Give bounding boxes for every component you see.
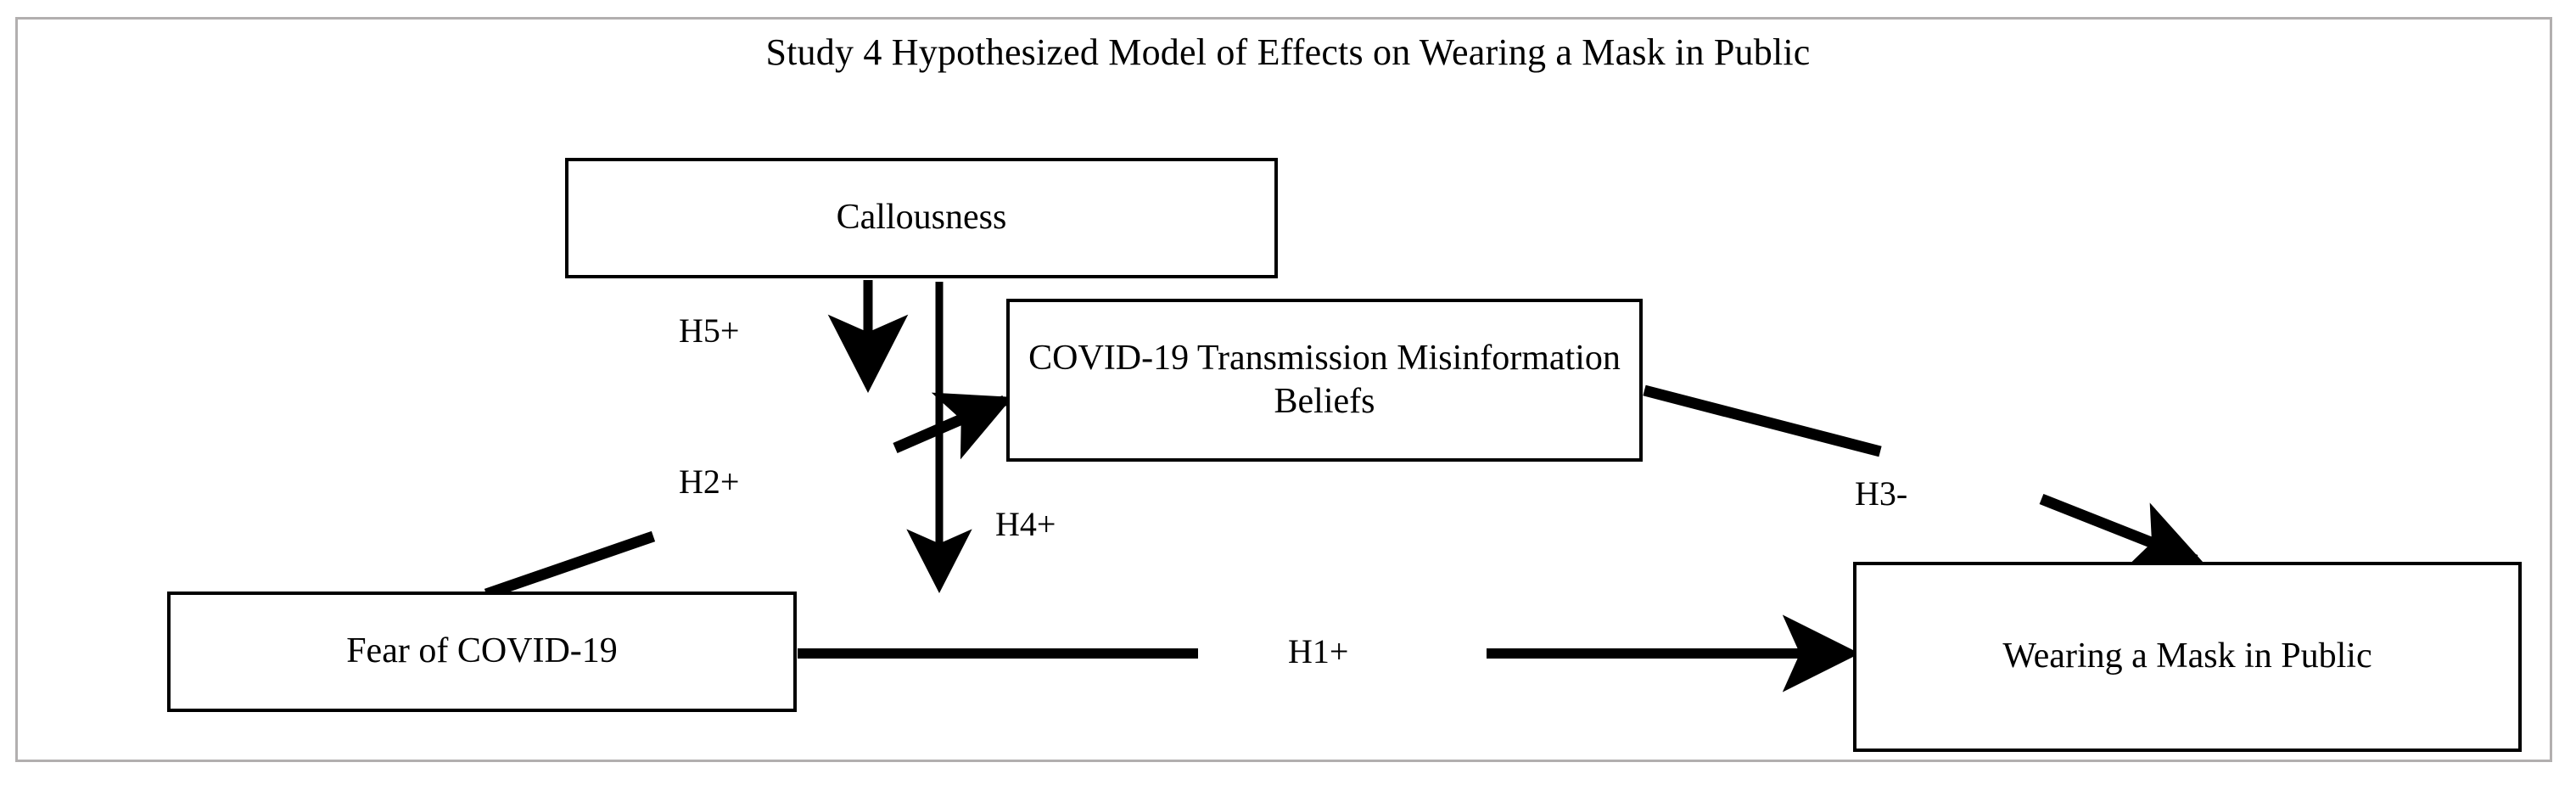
node-mask: Wearing a Mask in Public (1853, 562, 2522, 752)
path-label-h4: H4+ (995, 505, 1056, 543)
node-misinformation: COVID-19 Transmission Misinformation Bel… (1006, 299, 1643, 462)
node-mask-label: Wearing a Mask in Public (2002, 636, 2372, 676)
node-fear: Fear of COVID-19 (167, 592, 797, 712)
path-label-h1: H1+ (1288, 632, 1349, 670)
path-label-h3: H3- (1855, 474, 1908, 513)
figure-title: Study 4 Hypothesized Model of Effects on… (765, 31, 1811, 73)
node-misinformation-label: COVID-19 Transmission Misinformation Bel… (1028, 338, 1621, 421)
node-callousness-label: Callousness (836, 198, 1007, 238)
node-fear-label: Fear of COVID-19 (346, 631, 618, 671)
path-label-h2: H2+ (679, 463, 740, 501)
node-callousness: Callousness (565, 158, 1278, 278)
path-label-h5: H5+ (679, 311, 740, 350)
